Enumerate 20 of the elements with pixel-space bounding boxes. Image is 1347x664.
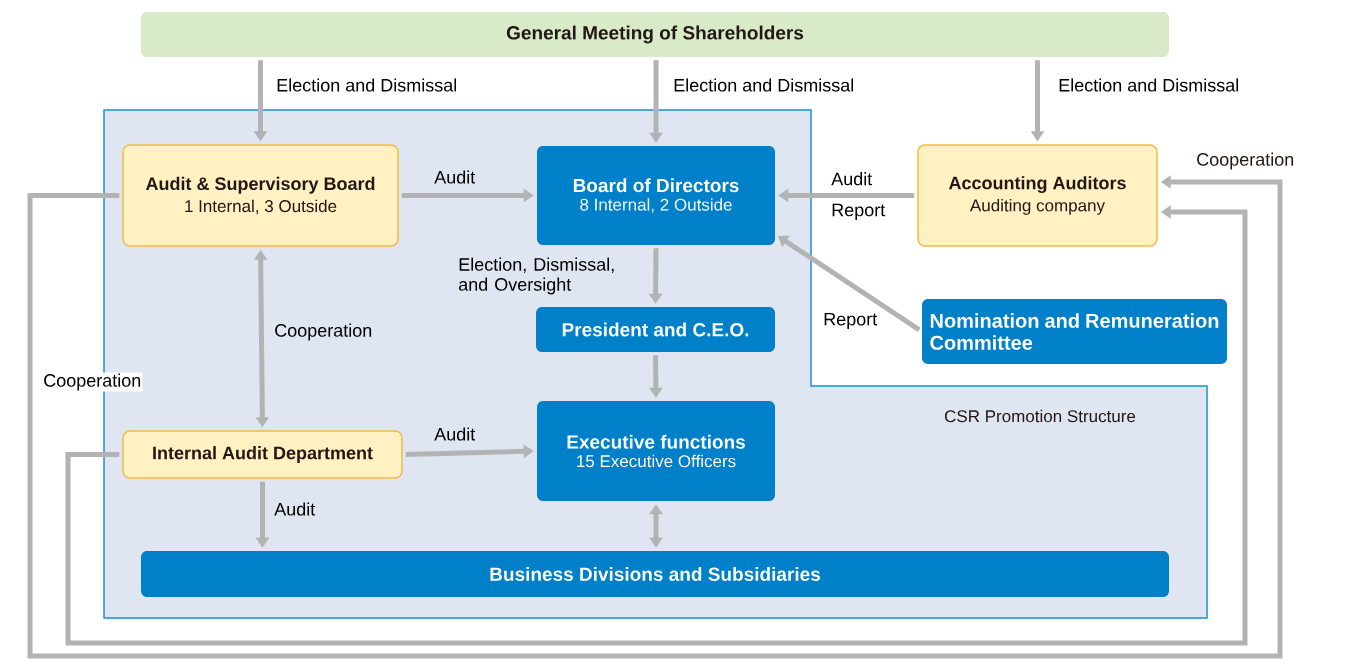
edge-label: Election and Dismissal: [1059, 78, 1238, 92]
organ-box: Internal Audit Department: [122, 430, 403, 479]
organ-box: Accounting Auditors Auditing company: [917, 144, 1158, 247]
edge-label: Report: [824, 312, 878, 330]
edge-label: Cooperation: [275, 323, 372, 341]
edge-label: Election and Dismissal: [674, 78, 854, 92]
organ-box: Board of Directors 8 Internal, 2 Outside: [537, 146, 775, 245]
organ-box: Audit & Supervisory Board 1 Internal, 3 Outside: [122, 144, 399, 247]
organ-box: President and C.E.O.: [536, 307, 775, 352]
edge-label: Cooperation: [42, 372, 143, 392]
committee-box: Nomination and Remuneration Committee: [922, 299, 1227, 364]
edge-label: Audit: [274, 502, 316, 516]
meeting-bar: General Meeting of Shareholders: [141, 12, 1169, 57]
organ-box: Business Divisions and Subsidiaries: [141, 551, 1169, 597]
organ-box: Executive functions 15 Executive Officers: [537, 401, 775, 501]
edge-label: Election and Dismissal: [277, 78, 457, 92]
edge-label: Audit Report: [831, 172, 886, 220]
edge-label: Audit: [434, 170, 476, 184]
edge-label: Audit: [434, 427, 476, 441]
edge-label: Election, Dismissal, and Oversight: [459, 257, 614, 295]
